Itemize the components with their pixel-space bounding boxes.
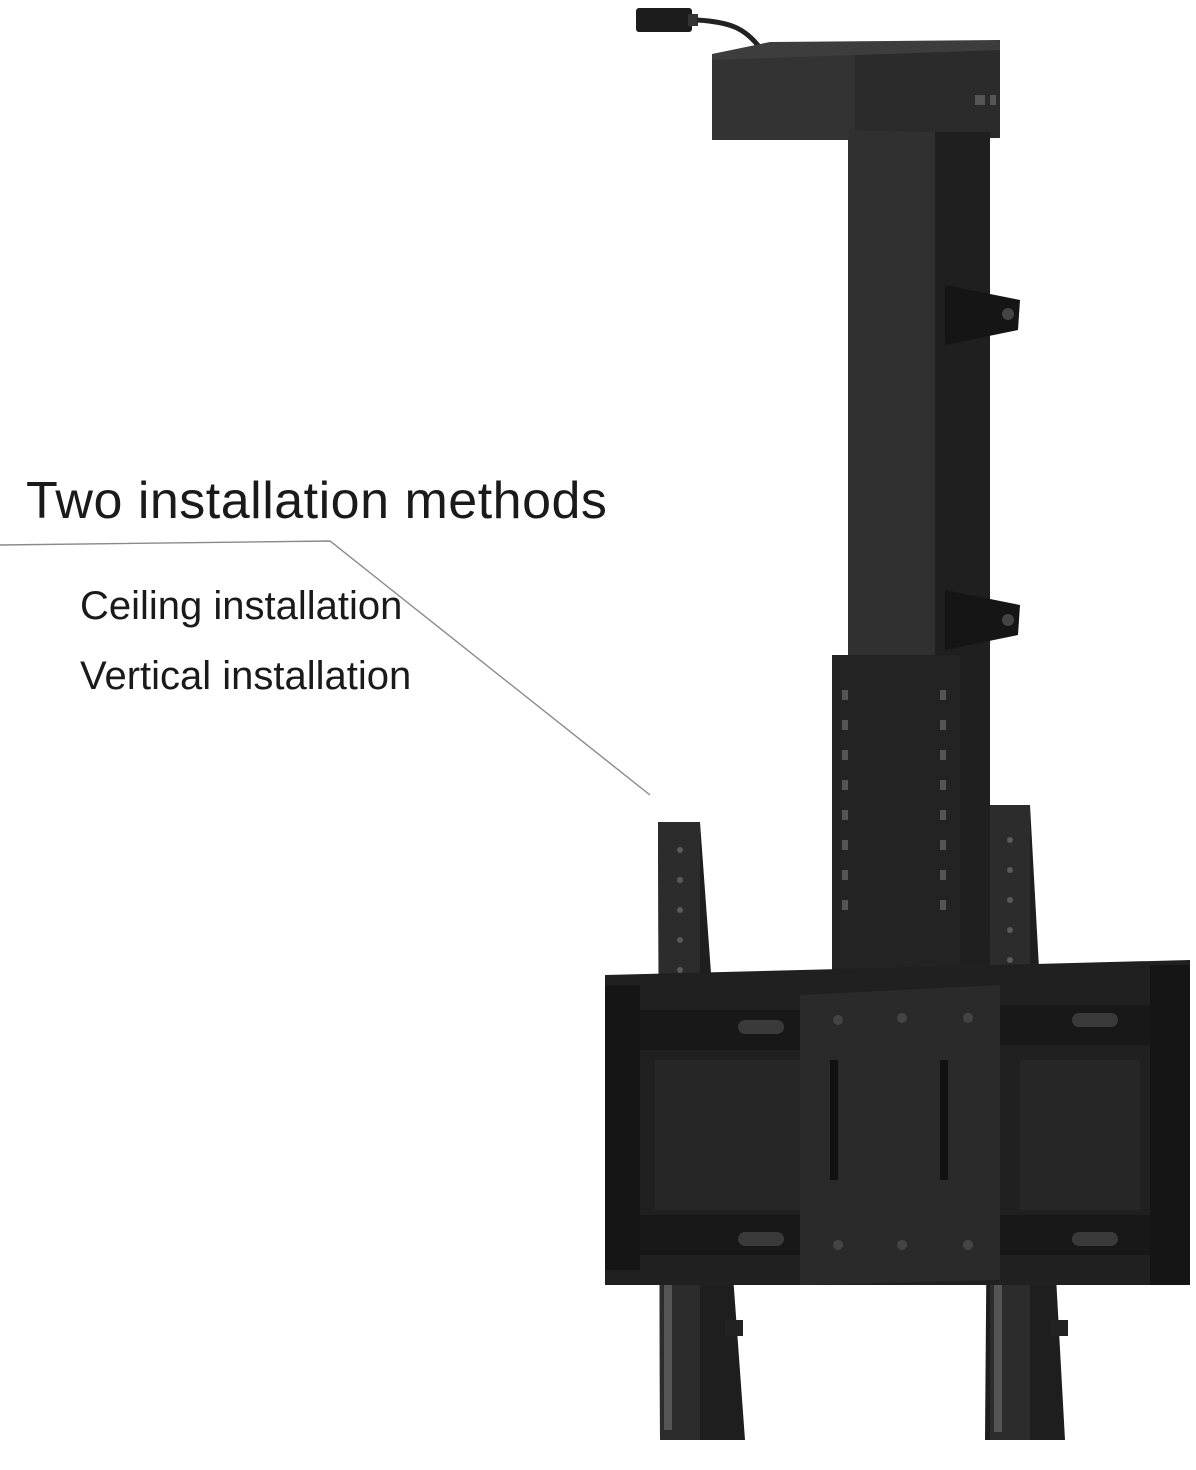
power-cable bbox=[636, 8, 762, 50]
method-vertical-installation: Vertical installation bbox=[80, 654, 412, 698]
motor-housing bbox=[712, 40, 1000, 140]
vertical-column bbox=[832, 130, 1020, 985]
method-ceiling-installation: Ceiling installation bbox=[80, 584, 403, 628]
mounting-frame bbox=[605, 960, 1190, 1285]
callout-line bbox=[0, 540, 651, 796]
page-heading: Two installation methods bbox=[26, 472, 608, 530]
